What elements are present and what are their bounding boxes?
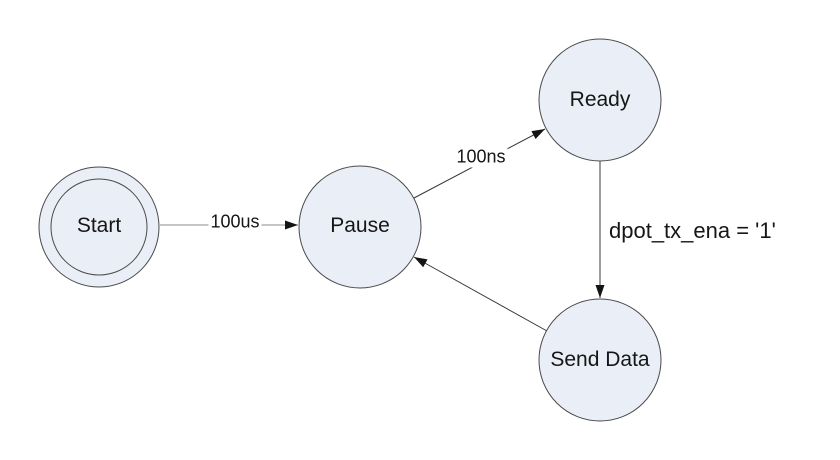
transition-senddata-to-pause-arrow bbox=[413, 256, 548, 332]
state-circle-pause bbox=[298, 165, 422, 289]
state-circle-start-inner bbox=[50, 178, 148, 276]
state-label-ready: Ready bbox=[569, 88, 631, 111]
transition-label-dpot-tx-ena: dpot_tx_ena = '1' bbox=[609, 218, 776, 243]
state-circle-ready bbox=[538, 38, 662, 162]
state-label-senddata: Send Data bbox=[550, 348, 650, 371]
transition-label-100us: 100us bbox=[208, 211, 262, 233]
state-label-pause: Pause bbox=[330, 214, 390, 237]
state-label-start: Start bbox=[76, 214, 122, 237]
transition-label-100ns: 100ns bbox=[454, 146, 508, 168]
state-circle-senddata bbox=[538, 298, 662, 422]
